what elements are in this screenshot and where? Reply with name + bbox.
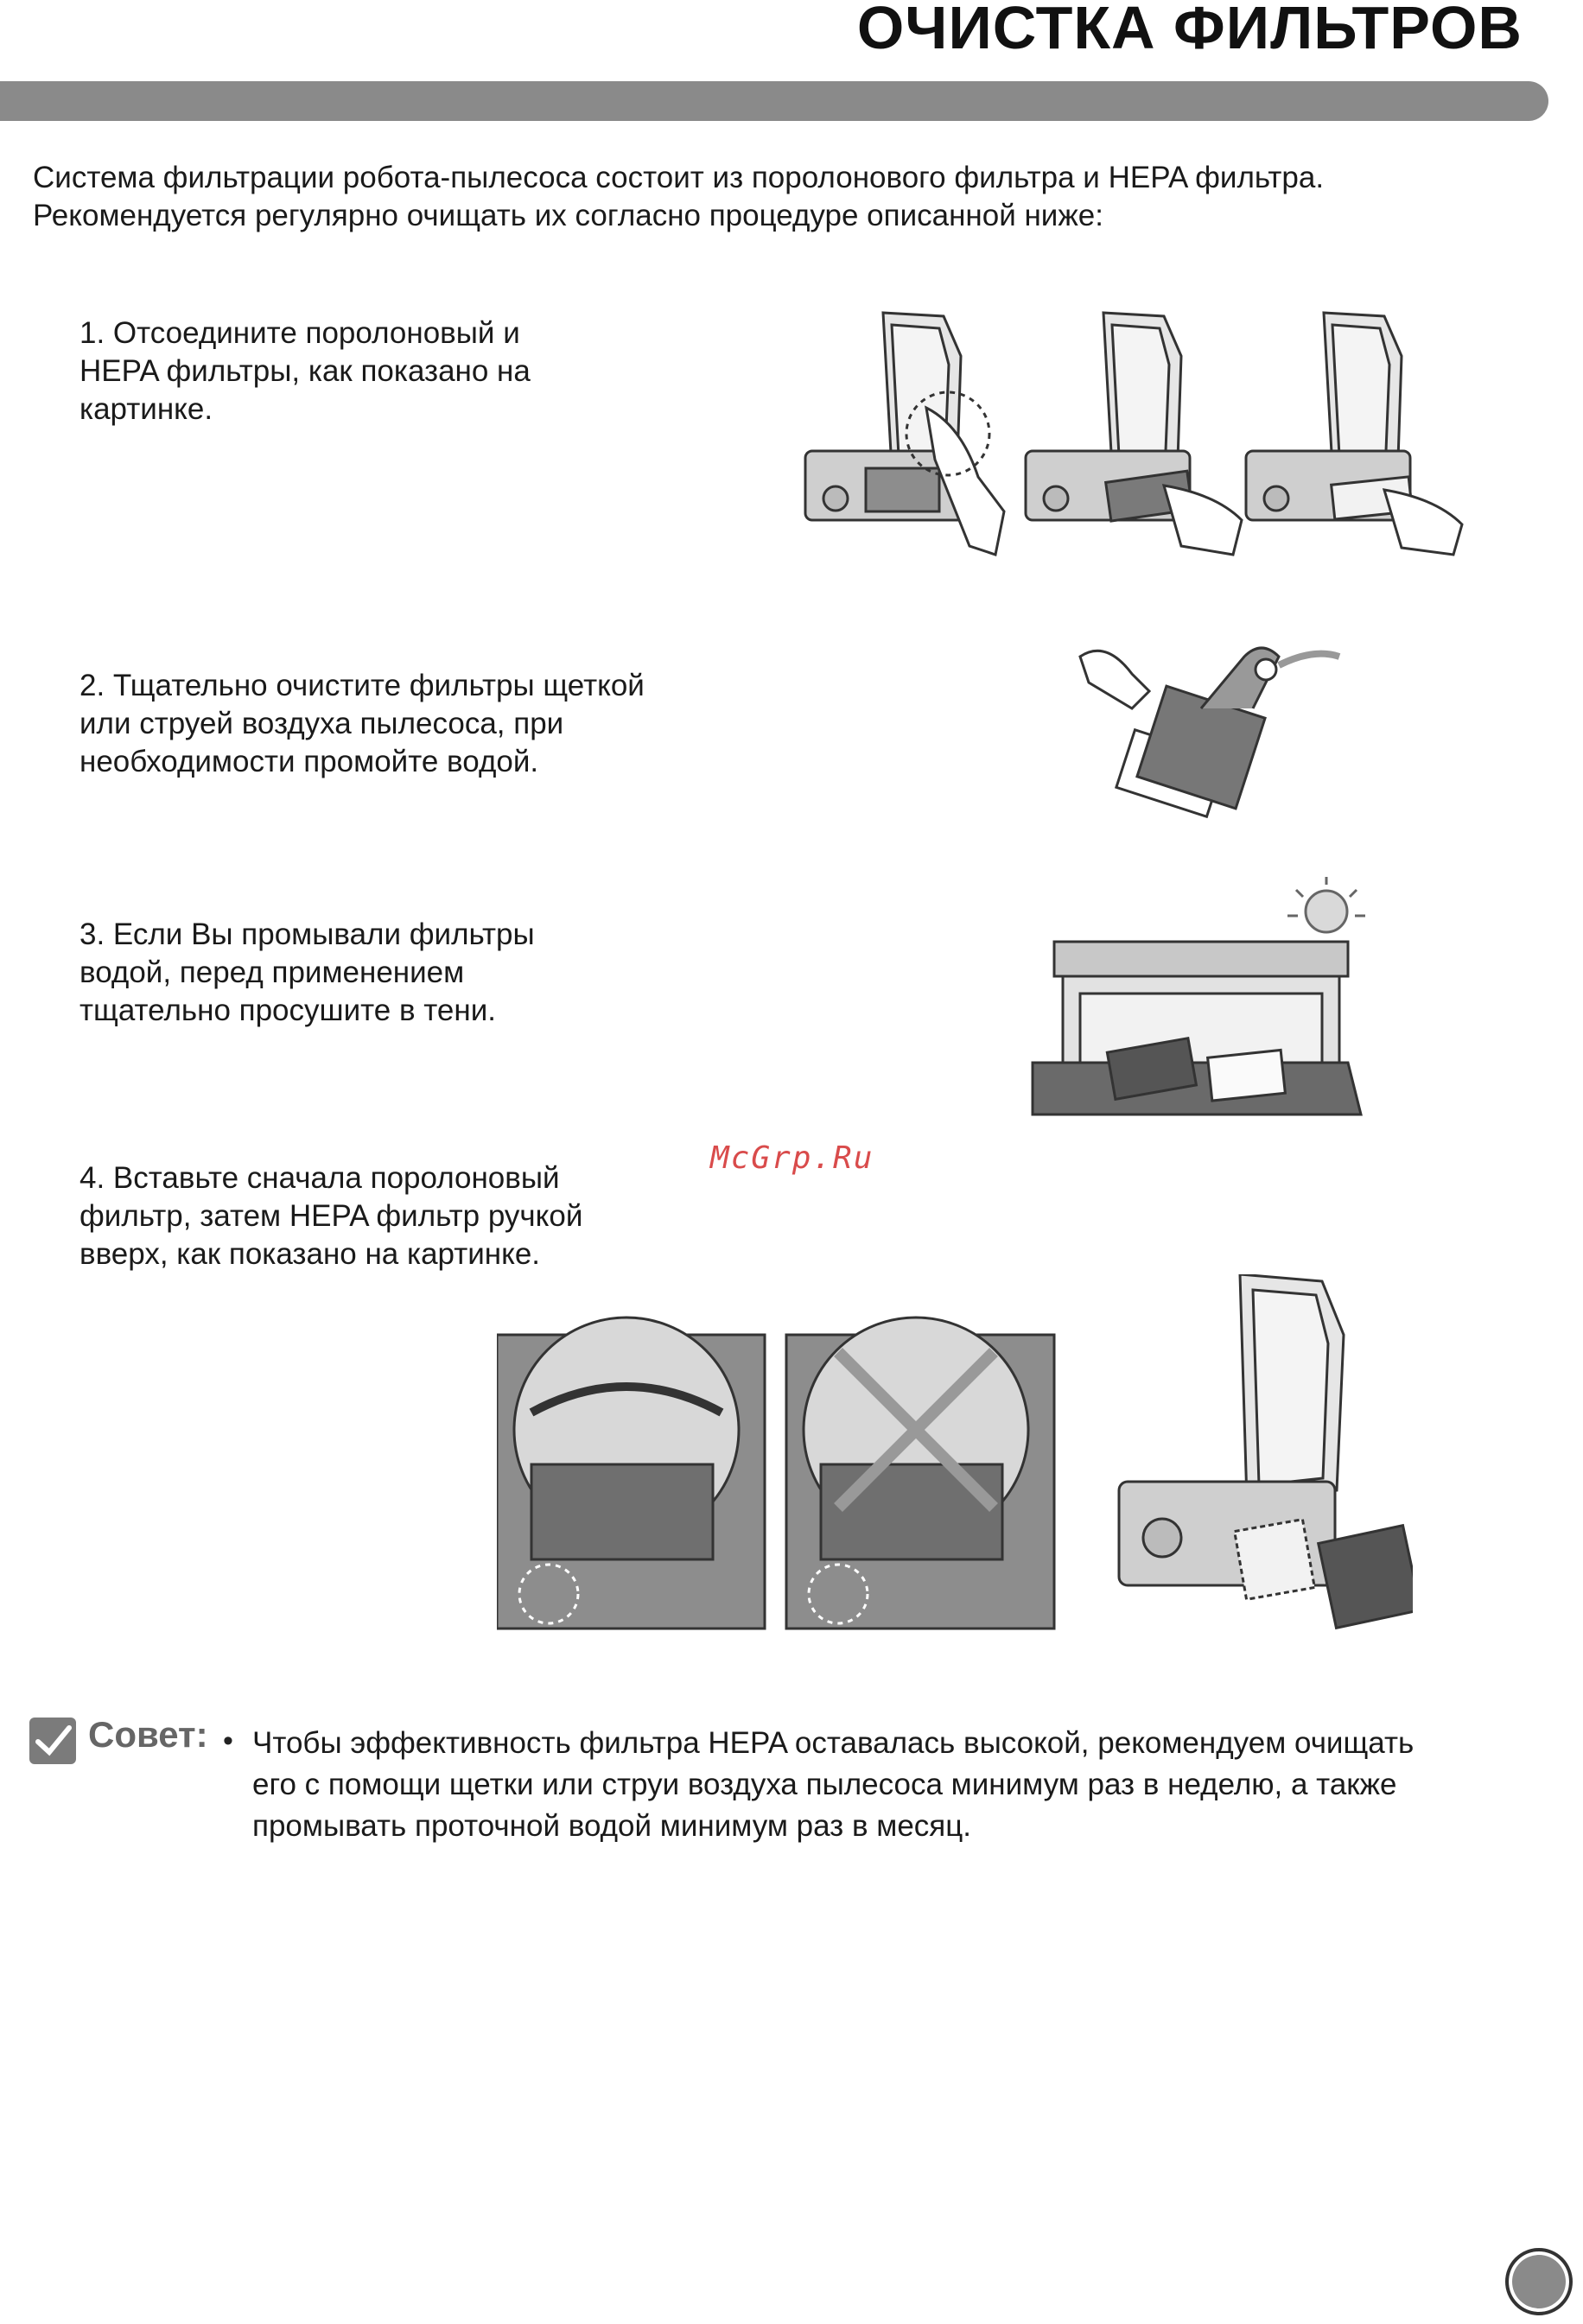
checkmark-icon (29, 1718, 76, 1764)
step-line: фильтр, затем HEPA фильтр ручкой (79, 1199, 583, 1233)
step-line: 2. Тщательно очистите фильтры щеткой (79, 669, 645, 702)
step-line: 1. Отсоедините поролоновый и (79, 316, 520, 350)
tip-bullet: • (223, 1724, 233, 1757)
filter-insertion-illustration (497, 1274, 1413, 1630)
watermark: McGrp.Ru (710, 1140, 874, 1176)
dust-bin-open-1 (804, 311, 1006, 556)
tip-line: промывать проточной водой минимум раз в … (252, 1809, 972, 1843)
step-line: тщательно просушите в тени. (79, 994, 497, 1027)
wrong-orientation-detail (785, 1316, 1056, 1630)
dust-bin-open-2 (1024, 311, 1243, 556)
tip-line: его с помощи щетки или струи воздуха пыл… (252, 1768, 1397, 1801)
step-line: HEPA фильтры, как показано на (79, 354, 531, 388)
dust-bin-open-3 (1244, 311, 1464, 556)
step-line: необходимости промойте водой. (79, 745, 539, 778)
step-4-text: 4. Вставьте сначала поролоновый фильтр, … (79, 1159, 736, 1273)
correct-orientation-detail (497, 1316, 766, 1630)
intro-line-2: Рекомендуется регулярно очищать их согла… (33, 199, 1103, 232)
dust-bin-insert (1117, 1274, 1413, 1630)
intro-line-1: Система фильтрации робота-пылесоса состо… (33, 161, 1325, 194)
tip-label: Совет: (88, 1714, 208, 1755)
step-3-text: 3. Если Вы промывали фильтры водой, пере… (79, 916, 736, 1030)
tip-line: Чтобы эффективность фильтра HEPA оставал… (252, 1726, 1415, 1760)
step-1-text: 1. Отсоедините поролоновый и HEPA фильтр… (79, 314, 736, 429)
step-line: вверх, как показано на картинке. (79, 1237, 541, 1271)
intro-paragraph: Система фильтрации робота-пылесоса состо… (33, 159, 1502, 235)
step-line: 4. Вставьте сначала поролоновый (79, 1161, 560, 1195)
tip-text: Чтобы эффективность фильтра HEPA оставал… (252, 1723, 1514, 1847)
filter-removal-illustration (804, 311, 1464, 556)
title-underline-bar (0, 81, 1548, 121)
step-line: 3. Если Вы промывали фильтры (79, 918, 535, 951)
step-2-text: 2. Тщательно очистите фильтры щеткой или… (79, 667, 736, 781)
step-line: картинке. (79, 392, 213, 426)
brush-cleaning-illustration (1078, 646, 1341, 819)
page-number-circle-icon (1505, 2248, 1573, 2315)
page-title: ОЧИСТКА ФИЛЬТРОВ (856, 0, 1523, 61)
step-line: или струей воздуха пылесоса, при (79, 707, 564, 740)
step-line: водой, перед применением (79, 956, 465, 989)
shade-drying-illustration (1031, 877, 1365, 1116)
sun-icon (1287, 877, 1365, 934)
